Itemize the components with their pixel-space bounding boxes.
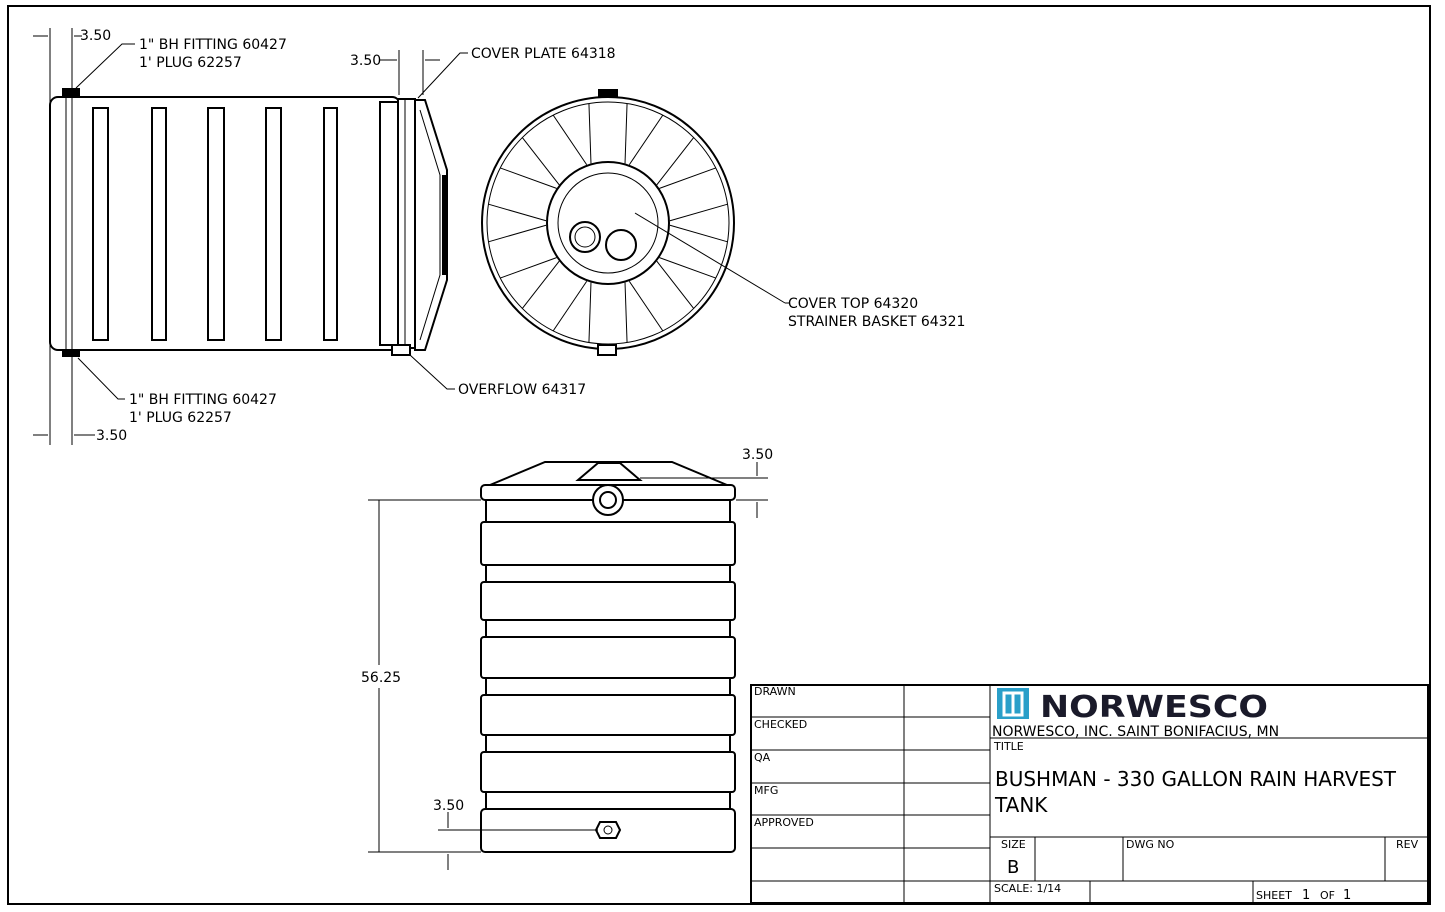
- dim-bottom-left: 3.50: [96, 428, 127, 444]
- size-value: B: [1007, 857, 1019, 878]
- dim-height: 56.25: [361, 670, 401, 686]
- bh-fitting-bottom: [62, 350, 80, 357]
- drawn-label: DRAWN: [754, 685, 796, 698]
- top-view: COVER TOP 64320 STRAINER BASKET 64321: [481, 89, 965, 356]
- callout-top-plug: 1' PLUG 62257: [139, 55, 242, 71]
- callout-cover-plate: COVER PLATE 64318: [471, 46, 616, 62]
- cover-rib: [656, 260, 695, 309]
- title-label: TITLE: [993, 740, 1024, 753]
- dim-top-left: 3.50: [80, 28, 111, 44]
- sheet-number: 1: [1302, 888, 1310, 903]
- callout-overflow: OVERFLOW 64317: [458, 382, 586, 398]
- title-block: DRAWN CHECKED QA MFG APPROVED NORWESCO N…: [750, 684, 1429, 904]
- dim-top-front: 3.50: [742, 447, 773, 463]
- cover-rib: [521, 137, 560, 186]
- dim-cover: 3.50: [350, 53, 381, 69]
- cover-rib: [624, 103, 628, 164]
- cover-rib: [488, 224, 547, 243]
- sheet-total: 1: [1343, 888, 1351, 903]
- size-label: SIZE: [1001, 838, 1026, 851]
- cover-rib: [628, 280, 664, 332]
- cover-rib: [624, 282, 628, 343]
- sheet-label: SHEET: [1256, 889, 1292, 902]
- callout-strainer-basket: STRAINER BASKET 64321: [788, 314, 965, 330]
- rev-label: REV: [1396, 838, 1419, 851]
- cover-rib: [659, 257, 716, 279]
- cover-rib: [521, 260, 560, 309]
- dim-bottom-front: 3.50: [433, 798, 464, 814]
- dwg-no-label: DWG NO: [1126, 838, 1175, 851]
- cover-rib: [500, 167, 557, 189]
- cover-rib: [588, 282, 592, 343]
- callout-bottom-fitting: 1" BH FITTING 60427: [129, 392, 277, 408]
- bh-fitting-top: [62, 88, 80, 97]
- cover-rib: [669, 203, 728, 222]
- sheet-border: [7, 5, 1431, 905]
- cover-rib: [588, 103, 592, 164]
- cover-rib: [488, 203, 547, 222]
- checked-label: CHECKED: [754, 718, 807, 731]
- approved-label: APPROVED: [754, 816, 814, 829]
- cover-rib: [656, 137, 695, 186]
- side-view: 3.50 3.50 3.50 1" BH FITTING 60427 1' PL…: [33, 28, 616, 445]
- callout-cover-top: COVER TOP 64320: [788, 296, 918, 312]
- company-name: NORWESCO, INC. SAINT BONIFACIUS, MN: [992, 724, 1279, 740]
- of-label: OF: [1320, 889, 1335, 902]
- scale: SCALE: 1/14: [994, 882, 1061, 895]
- norwesco-logo: NORWESCO: [997, 688, 1268, 725]
- drawing-title-line2: TANK: [994, 793, 1048, 817]
- callout-top-fitting: 1" BH FITTING 60427: [139, 37, 287, 53]
- callout-bottom-plug: 1' PLUG 62257: [129, 410, 232, 426]
- cover-rib: [628, 114, 664, 166]
- front-view: 56.25 3.50 3.50: [361, 447, 773, 870]
- mfg-label: MFG: [754, 784, 778, 797]
- cover-rib: [659, 167, 716, 189]
- cover-rib: [552, 280, 588, 332]
- svg-text:NORWESCO: NORWESCO: [1040, 690, 1268, 725]
- cover-rib: [552, 114, 588, 166]
- drawing-title-line1: BUSHMAN - 330 GALLON RAIN HARVEST: [995, 767, 1397, 791]
- cover-rib: [500, 257, 557, 279]
- qa-label: QA: [754, 751, 771, 764]
- cover-rib: [669, 224, 728, 243]
